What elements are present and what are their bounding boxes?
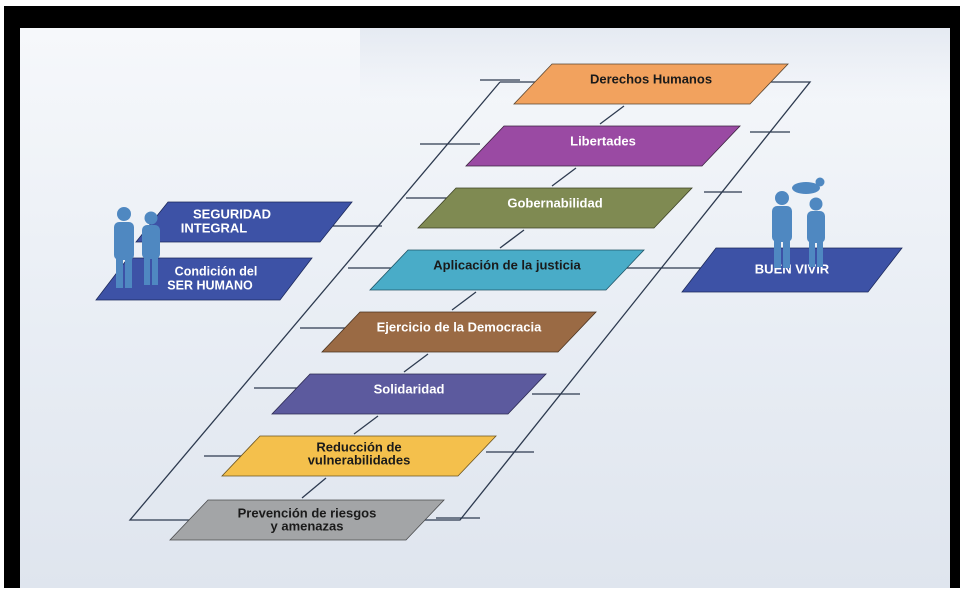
seguridad-integral-panel: SEGURIDAD INTEGRAL — [135, 201, 353, 243]
diagram-svg: Derechos Humanos Libertades Gobernabilid… — [95, 63, 903, 541]
person-head — [775, 191, 789, 205]
child-head — [815, 177, 825, 187]
pillar-label: Aplicación de la justicia — [433, 257, 581, 272]
pillar-derechos-humanos: Derechos Humanos — [513, 63, 789, 105]
person-body — [807, 211, 825, 243]
person-head — [809, 197, 823, 211]
connector-spine-2 — [551, 167, 577, 187]
person-leg — [817, 241, 823, 267]
pillar-label-line1: Prevención de riesgos — [238, 505, 377, 520]
person-body — [114, 222, 134, 260]
pillar-label: Libertades — [570, 133, 636, 148]
condicion-ser-humano-line1: Condición del — [175, 264, 258, 278]
family-figures-right-icon — [772, 177, 825, 268]
person-leg — [774, 240, 781, 268]
person-head — [117, 207, 131, 221]
pillar-aplicacion-justicia: Aplicación de la justicia — [369, 249, 645, 291]
pillar-label-line2: y amenazas — [271, 518, 344, 533]
child-figure — [792, 182, 820, 194]
person-head — [144, 211, 158, 225]
person-body — [142, 225, 160, 259]
pillar-shape — [417, 187, 693, 229]
connector-spine-1 — [599, 105, 625, 125]
connector-spine-3 — [499, 229, 525, 249]
person-body — [772, 206, 792, 242]
pillar-shape — [221, 435, 497, 477]
pillar-libertades: Libertades — [465, 125, 741, 167]
pillar-shape — [321, 311, 597, 353]
person-leg — [152, 257, 158, 285]
connector-spine-4 — [451, 291, 477, 311]
pillar-shape — [513, 63, 789, 105]
connector-spine-6 — [353, 415, 379, 435]
diagram-canvas: Derechos Humanos Libertades Gobernabilid… — [20, 28, 950, 588]
seguridad-integral-line1: SEGURIDAD — [193, 206, 271, 221]
pillar-shape — [369, 249, 645, 291]
pillar-label: Derechos Humanos — [590, 71, 712, 86]
person-leg — [783, 240, 790, 268]
condicion-ser-humano-line2: SER HUMANO — [167, 278, 253, 292]
pillar-label-line1: Reducción de — [316, 439, 401, 454]
pillar-solidaridad: Solidaridad — [271, 373, 547, 415]
buen-vivir-shape — [681, 247, 903, 293]
person-leg — [144, 257, 150, 285]
pillar-reduccion-vulnerabilidades: Reducción de vulnerabilidades — [221, 435, 497, 477]
person-leg — [125, 258, 132, 288]
pillar-ejercicio-democracia: Ejercicio de la Democracia — [321, 311, 597, 353]
pillar-label: Gobernabilidad — [507, 195, 602, 210]
pillar-shape — [271, 373, 547, 415]
buen-vivir-panel: BUEN VIVIR — [681, 247, 903, 293]
pillar-shape — [465, 125, 741, 167]
person-leg — [809, 241, 815, 267]
pillar-shape — [169, 499, 445, 541]
pillar-label: Ejercicio de la Democracia — [377, 319, 543, 334]
pillar-prevencion-riesgos: Prevención de riesgos y amenazas — [169, 499, 445, 541]
image-frame: Derechos Humanos Libertades Gobernabilid… — [4, 6, 960, 588]
connector-spine-5 — [403, 353, 429, 373]
connector-spine-7 — [301, 477, 327, 499]
person-leg — [116, 258, 123, 288]
seguridad-integral-line2: INTEGRAL — [181, 220, 248, 235]
pillar-label-line2: vulnerabilidades — [308, 452, 411, 467]
pillar-gobernabilidad: Gobernabilidad — [417, 187, 693, 229]
people-figures-left-icon — [114, 207, 160, 288]
pillar-label: Solidaridad — [374, 381, 445, 396]
